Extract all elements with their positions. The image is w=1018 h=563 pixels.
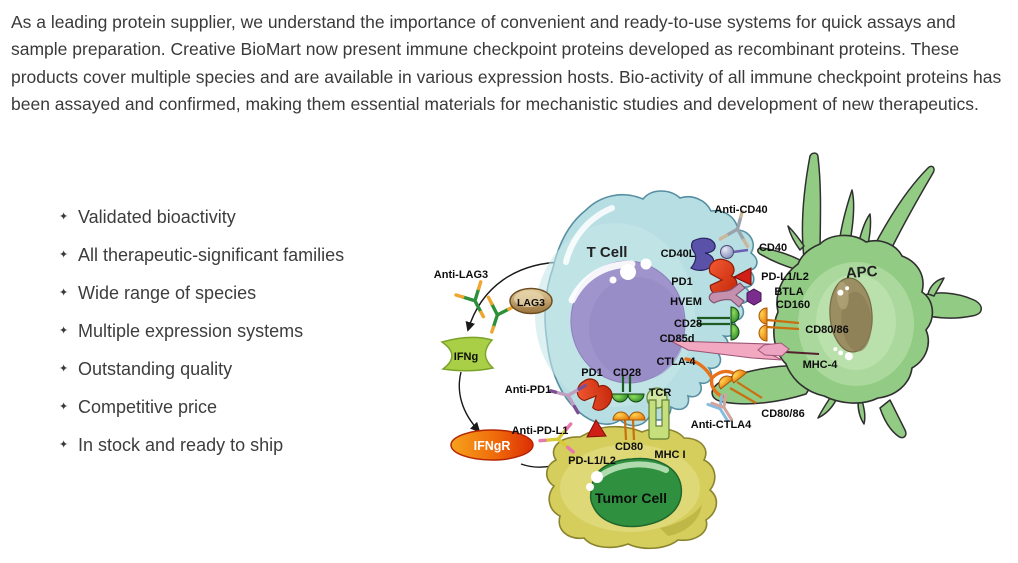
anti-lag3-antibody-icon xyxy=(454,280,486,319)
diamond-bullet-icon: ✦ xyxy=(59,210,69,223)
anti-cd40-label: Anti-CD40 xyxy=(714,204,767,216)
anti-pd1-antibody-icon xyxy=(548,383,587,415)
tumor-shading xyxy=(660,504,702,536)
ifng-molecule xyxy=(440,336,495,372)
feature-item: ✦ Outstanding quality xyxy=(59,350,344,388)
btla-label: BTLA xyxy=(774,286,803,298)
diagram-labels: T Cell APC Tumor Cell Anti-CD40 CD40 CD4… xyxy=(434,204,878,506)
ifngr-label: IFNgR xyxy=(474,439,511,453)
cd40-label: CD40 xyxy=(759,242,787,254)
receptors xyxy=(572,237,820,441)
cd80-label: CD80 xyxy=(615,441,643,453)
feature-item-label: In stock and ready to ship xyxy=(78,434,284,455)
arrow-ifng-to-ifngr xyxy=(458,371,481,433)
cd28-top-label: CD28 xyxy=(674,318,702,330)
pd1-top-label: PD1 xyxy=(671,276,692,288)
mhc1-label: MHC I xyxy=(654,449,685,461)
apc-label: APC xyxy=(845,263,878,282)
soluble-factors xyxy=(440,287,553,461)
pd1-bottom-label: PD1 xyxy=(581,367,602,379)
tcr-label: TCR xyxy=(649,387,672,399)
ifngr-molecule xyxy=(450,429,534,461)
cd28-bottom-label: CD28 xyxy=(613,367,641,379)
feature-list: ✦ Validated bioactivity ✦ All therapeutic-… xyxy=(59,198,344,464)
feature-item-label: Wide range of species xyxy=(78,282,257,303)
nucleus-highlight xyxy=(568,260,636,304)
cd28-receptor xyxy=(697,306,740,341)
feature-item: ✦ In stock and ready to ship xyxy=(59,426,344,464)
anti-ctla4-label: Anti-CTLA4 xyxy=(691,419,752,431)
diamond-bullet-icon: ✦ xyxy=(59,286,69,299)
feature-item-label: Outstanding quality xyxy=(78,358,233,379)
pd-l1-l2-bottom-ligand xyxy=(586,418,607,438)
tumor-nucleus xyxy=(586,457,683,528)
cd80-86-bottom-receptor xyxy=(715,366,763,404)
anti-ctla4-antibody-icon xyxy=(706,393,733,423)
anti-pd-l1-label: Anti-PD-L1 xyxy=(512,425,569,437)
lag3-molecule xyxy=(509,287,553,315)
feature-item: ✦ Wide range of species xyxy=(59,274,344,312)
hvem-label: HVEM xyxy=(670,296,702,308)
diamond-bullet-icon: ✦ xyxy=(59,324,69,337)
t-cell-nucleus xyxy=(570,260,686,384)
feature-item-label: Validated bioactivity xyxy=(78,206,236,227)
lag3-label: LAG3 xyxy=(517,297,545,309)
mhc1-receptor xyxy=(648,399,670,440)
diamond-bullet-icon: ✦ xyxy=(59,248,69,261)
feature-item: ✦ Competitive price xyxy=(59,388,344,426)
apc-arm-cd40 xyxy=(757,247,801,271)
cd80-86-top-label: CD80/86 xyxy=(805,324,848,336)
t-cell-label: T Cell xyxy=(587,244,628,261)
pd-l1-l2-bottom-label: PD-L1/L2 xyxy=(568,455,616,467)
feature-item: ✦ Multiple expression systems xyxy=(59,312,344,350)
mhc4-label: MHC-4 xyxy=(803,359,839,371)
mhc4-receptor xyxy=(757,342,820,357)
cd80-bottom-receptor xyxy=(612,411,646,441)
feature-item: ✦ Validated bioactivity xyxy=(59,198,344,236)
feature-item-label: All therapeutic-significant families xyxy=(78,244,345,265)
cd160-label: CD160 xyxy=(776,299,810,311)
tumor-cell-label: Tumor Cell xyxy=(595,490,667,506)
pd-l1-l2-top-label: PD-L1/L2 xyxy=(761,271,809,283)
intro-paragraph: As a leading protein supplier, we unders… xyxy=(11,12,1002,115)
cd40-receptor xyxy=(720,245,749,259)
cd80-86-receptor xyxy=(758,307,800,342)
feature-item: ✦ All therapeutic-significant families xyxy=(59,236,344,274)
anti-pd-l1-antibody-icon xyxy=(538,422,575,454)
cd28-bottom-receptor xyxy=(611,376,645,403)
t-cell-highlight xyxy=(563,205,615,265)
apc-nucleus xyxy=(829,277,873,361)
diamond-bullet-icon: ✦ xyxy=(59,362,69,375)
cd85d-label: CD85d xyxy=(660,333,695,345)
t-cell-vacuoles xyxy=(609,258,652,284)
anti-lag3-label: Anti-LAG3 xyxy=(434,269,488,281)
cd40l-label: CD40L xyxy=(661,248,696,260)
diamond-bullet-icon: ✦ xyxy=(59,400,69,413)
cd80-86-bottom-label: CD80/86 xyxy=(761,408,804,420)
pd-l1-l2-ligand xyxy=(732,267,752,286)
feature-item-label: Competitive price xyxy=(78,396,218,417)
anti-cd40-antibody-icon xyxy=(718,209,750,248)
hvem-receptor xyxy=(708,282,746,308)
feature-item-label: Multiple expression systems xyxy=(78,320,304,341)
anti-lag3-antibody-icon xyxy=(486,295,517,334)
anti-pd1-label: Anti-PD1 xyxy=(505,384,551,396)
btla-receptor xyxy=(746,288,762,306)
ifng-label: IFNg xyxy=(454,351,478,363)
apc-cell xyxy=(711,152,982,439)
antibodies xyxy=(454,209,750,454)
ctla4-label: CTLA-4 xyxy=(656,356,696,368)
diamond-bullet-icon: ✦ xyxy=(59,438,69,451)
tumor-cell xyxy=(545,425,718,550)
